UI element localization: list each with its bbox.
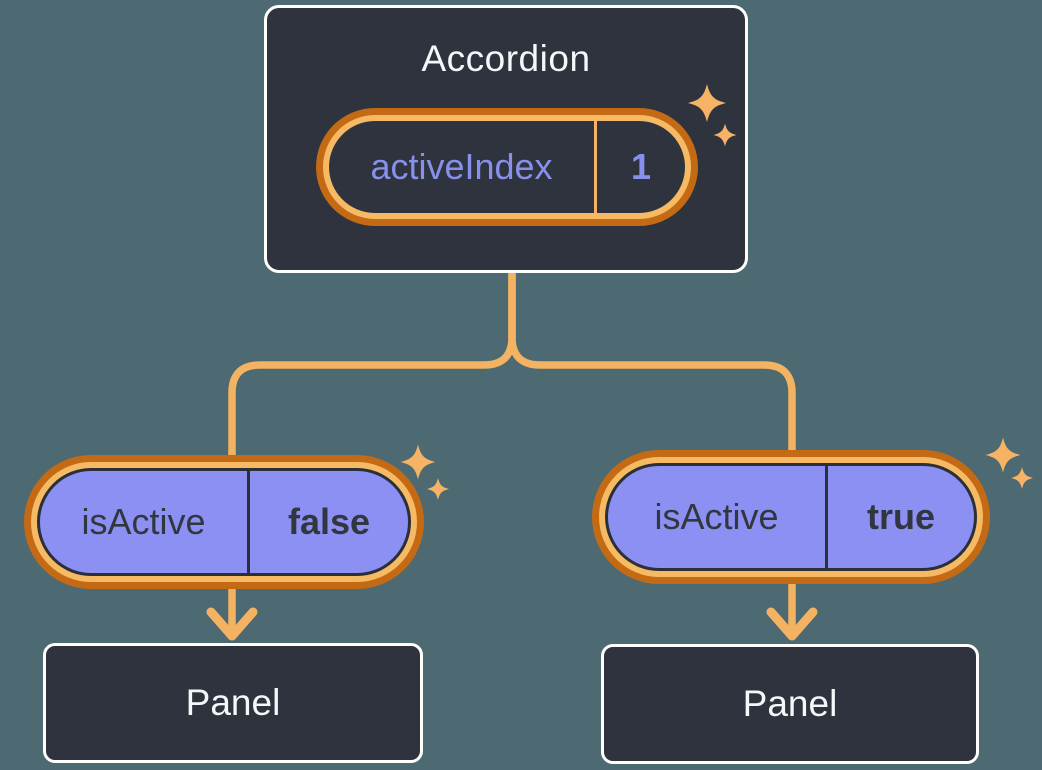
panel-left: Panel — [43, 643, 423, 763]
sparkle-icon — [400, 444, 449, 500]
prop-value-right: true — [866, 496, 935, 537]
sparkle-small — [1011, 467, 1033, 489]
prop-value-left: false — [287, 501, 371, 542]
pill-divider — [594, 121, 597, 213]
sparkle-big — [400, 444, 436, 480]
prop-pill-right: isActive true — [592, 450, 990, 584]
prop-pill-left-inner-ring: isActive false — [31, 462, 417, 582]
arrowhead-left-icon — [206, 607, 258, 641]
prop-pill-right-inner-ring: isActive true — [599, 457, 983, 577]
prop-name-left: isActive — [81, 501, 206, 542]
sparkle-big — [688, 84, 726, 122]
accordion-card: Accordion activeIndex 1 — [264, 5, 748, 273]
state-pill-inner-ring: activeIndex 1 — [323, 115, 691, 219]
state-pill: activeIndex 1 — [316, 108, 698, 226]
sparkle-small — [713, 123, 737, 147]
panel-right-label: Panel — [742, 683, 838, 724]
panel-left-label: Panel — [185, 682, 281, 723]
sparkle-big — [985, 437, 1021, 473]
branch-line-right — [508, 269, 796, 640]
sparkle-icon — [688, 84, 737, 147]
state-name: activeIndex — [370, 146, 553, 187]
sparkle-small — [427, 478, 449, 500]
sparkle-icon — [985, 437, 1033, 489]
prop-pill-left: isActive false — [24, 455, 424, 589]
panel-right: Panel — [601, 644, 979, 764]
prop-name-right: isActive — [654, 496, 779, 537]
pill-divider — [825, 466, 828, 568]
pill-divider — [247, 471, 250, 573]
arrowhead-right-icon — [766, 607, 818, 641]
state-value: 1 — [630, 146, 652, 187]
accordion-title: Accordion — [421, 38, 591, 79]
